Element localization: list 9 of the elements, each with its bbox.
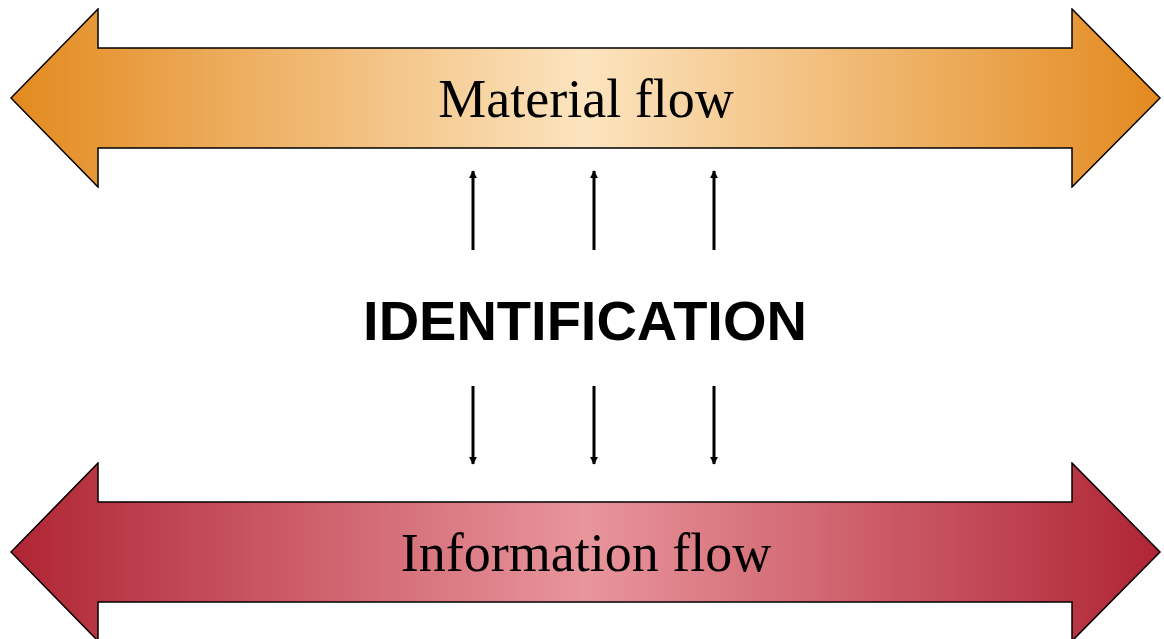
arrow [590,386,598,465]
arrow [710,386,718,465]
arrow [469,170,477,250]
arrow [469,386,477,465]
arrow [710,170,718,250]
flow-label: Information flow [399,522,773,584]
identification-label: IDENTIFICATION [300,290,870,352]
flow-label: Material flow [437,68,735,130]
arrow [590,170,598,250]
